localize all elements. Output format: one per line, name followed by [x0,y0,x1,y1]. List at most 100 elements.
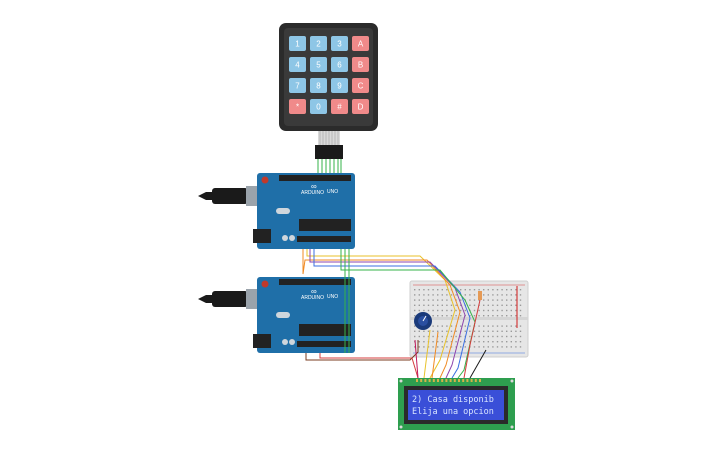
key-2-0[interactable] [289,78,306,93]
key-1-0[interactable] [289,57,306,72]
key-label: # [337,103,342,112]
key-2-1[interactable] [310,78,327,93]
breadboard-hole [473,330,476,332]
key-3-1[interactable] [310,99,327,114]
breadboard-hole [455,304,457,306]
key-0-2[interactable] [331,36,348,51]
breadboard-hole [515,299,517,301]
breadboard-hole [506,341,508,343]
breadboard-hole [469,335,471,338]
breadboard-hole [427,304,430,306]
breadboard-hole [455,309,457,312]
wire-orange-2 [431,331,439,379]
lcd-pin [470,379,473,382]
usb-cable-bottom [198,295,214,303]
key-1-1[interactable] [310,57,327,72]
key-1-3[interactable] [352,57,369,72]
header-digital-top [279,175,351,181]
key-2-2[interactable] [331,78,348,93]
key-0-3[interactable] [352,36,369,51]
breadboard-hole [506,346,508,348]
lcd-mount-hole [510,379,514,383]
breadboard-hole [441,315,443,317]
wire-red-2 [463,299,481,379]
breadboard-hole [483,341,485,343]
breadboard-hole [510,346,512,348]
breadboard-hole [487,346,489,348]
breadboard-hole [441,346,443,348]
breadboard-hole [496,341,499,343]
key-label: 2 [316,40,321,49]
breadboard-hole [437,289,439,291]
breadboard-hole [496,325,499,327]
lcd-module[interactable]: 2) Casa disponib Elija una opcion [398,378,515,430]
breadboard-hole [496,315,499,317]
breadboard-hole [519,341,522,343]
reset-button-top[interactable] [261,176,269,184]
resistor [478,291,482,300]
breadboard-hole [437,315,439,317]
breadboard-hole [501,335,503,338]
key-label: D [358,103,364,112]
wires [302,249,487,379]
header-analog-bottom [297,341,351,347]
key-0-0[interactable] [289,36,306,51]
breadboard-hole [460,341,462,343]
key-1-2[interactable] [331,57,348,72]
key-0-1[interactable] [310,36,327,51]
breadboard-hole [423,309,425,312]
breadboard-hole [506,325,508,327]
potentiometer-indicator [422,315,427,322]
lcd-pins [416,379,481,382]
breadboard-hole [423,294,425,296]
key-3-3[interactable] [352,99,369,114]
breadboard-hole [446,289,448,291]
breadboard-hole [450,346,453,348]
breadboard-hole [519,304,522,306]
breadboard-hole [501,289,503,291]
breadboard-hole [487,341,489,343]
breadboard-hole [414,294,416,296]
key-3-0[interactable] [289,99,306,114]
breadboard-hole [469,294,471,296]
breadboard-hole [519,315,522,317]
arduino-bottom[interactable]: ARDUINO UNO ∞ [198,277,355,353]
breadboard-hole [427,294,430,296]
breadboard-hole [478,346,480,348]
breadboard-hole [432,325,434,327]
lcd-pin [432,379,435,382]
breadboard-hole [501,346,503,348]
breadboard-hole [519,294,522,296]
breadboard-hole [506,330,508,332]
breadboard-hole [418,330,420,332]
key-3-2[interactable] [331,99,348,114]
breadboard-hole [414,346,416,348]
breadboard-hole [478,315,480,317]
breadboard-hole [464,330,466,332]
breadboard-channel [410,317,528,320]
breadboard-hole [510,289,512,291]
breadboard-hole [432,294,434,296]
breadboard[interactable] [409,280,529,358]
breadboard-hole [492,289,494,291]
breadboard-hole [469,289,471,291]
breadboard-hole [492,335,494,338]
breadboard-hole [478,299,480,301]
breadboard-hole [483,289,485,291]
breadboard-hole [501,315,503,317]
infinity-logo-icon: ∞ [311,287,317,296]
wire-green-1 [340,249,476,379]
reset-button-bottom[interactable] [261,280,269,288]
lcd-pin [458,379,460,382]
breadboard-hole [515,309,517,312]
breadboard-hole [510,315,512,317]
breadboard-hole [446,341,448,343]
key-label: 0 [316,103,321,112]
keypad-connector [315,145,343,159]
key-2-3[interactable] [352,78,369,93]
breadboard-hole [414,289,416,291]
breadboard-hole [487,299,489,301]
arduino-top[interactable]: ARDUINO UNO ∞ [198,173,355,249]
